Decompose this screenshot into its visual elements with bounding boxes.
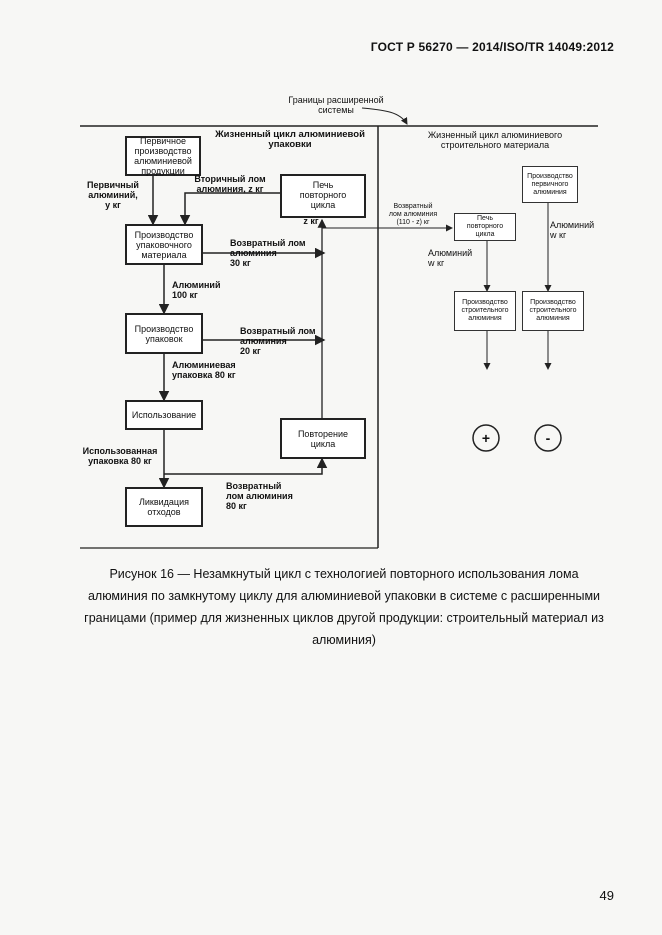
- building-production-2-box: Производство строительного алюминия: [522, 291, 584, 331]
- recycling-box: Повторение цикла: [280, 418, 366, 459]
- system-boundary-label: Границы расширенной системы: [288, 95, 384, 115]
- aluminium-100-label: Алюминий 100 кг: [172, 280, 221, 300]
- right-lifecycle-title: Жизненный цикл алюминиевого строительног…: [427, 130, 563, 150]
- waste-disposal-box: Ликвидация отходов: [125, 487, 203, 527]
- primary-aluminium-box: Первичное производство алюминиевой проду…: [125, 136, 201, 176]
- z-kg-label: z кг: [303, 216, 319, 226]
- plus-circle: [472, 424, 500, 452]
- packaging-production-box: Производство упаковок: [125, 313, 203, 354]
- building-production-1-box: Производство строительного алюминия: [454, 291, 516, 331]
- figure-caption: Рисунок 16 — Незамкнутый цикл с технолог…: [84, 567, 604, 647]
- primary-input-label: Первичный алюминий, y кг: [87, 180, 139, 210]
- page-number: 49: [599, 888, 614, 903]
- secondary-scrap-label: Вторичный лом алюминия, z кг: [194, 174, 266, 194]
- use-box: Использование: [125, 400, 203, 430]
- plus-sign: +: [481, 430, 491, 446]
- document-header: ГОСТ Р 56270 — 2014/ISO/TR 14049:2012: [370, 40, 614, 54]
- minus-circle: [534, 424, 562, 452]
- al-packaging-80-label: Алюминиевая упаковка 80 кг: [172, 360, 236, 380]
- furnace-right-box: Печь повторного цикла: [454, 213, 516, 241]
- aluminium-w-right-label: Алюминий w кг: [550, 220, 595, 240]
- return-scrap-3-label: Возвратный лом алюминия 80 кг: [226, 481, 293, 511]
- used-packaging-80-label: Использованная упаковка 80 кг: [82, 446, 158, 466]
- primary-aluminium-right-box: Производство первичного алюминия: [522, 166, 578, 203]
- packaging-material-box: Производство упаковочного материала: [125, 224, 203, 265]
- furnace-left-box: Печь повторного цикла: [280, 174, 366, 218]
- return-scrap-2-label: Возвратный лом алюминия 20 кг: [240, 326, 316, 356]
- left-lifecycle-title: Жизненный цикл алюминиевой упаковки: [215, 129, 365, 150]
- aluminium-w-left-label: Алюминий w кг: [428, 248, 473, 268]
- return-scrap-1-label: Возвратный лом алюминия 30 кг: [230, 238, 306, 268]
- cross-return-scrap-label: Возвратный лом алюминия (110 - z) кг: [388, 203, 438, 226]
- minus-sign: -: [545, 430, 551, 446]
